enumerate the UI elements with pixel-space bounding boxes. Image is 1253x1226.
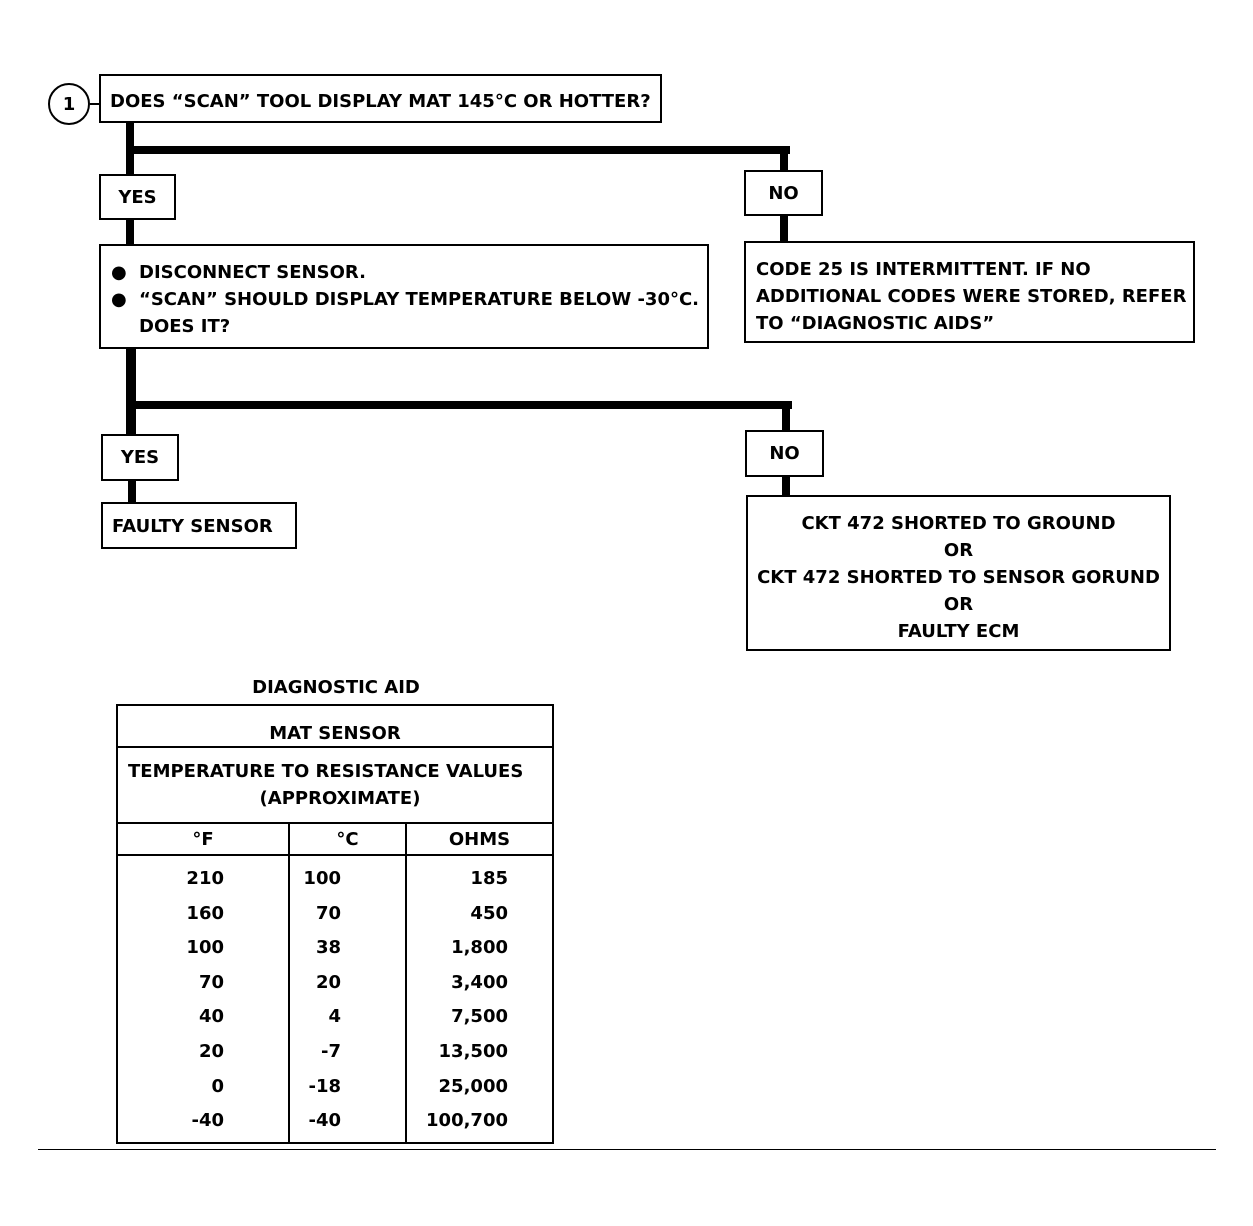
table-cell: 38 xyxy=(315,937,341,959)
connector-line xyxy=(782,475,790,497)
result-line: CKT 472 SHORTED TO SENSOR GORUND xyxy=(757,567,1160,588)
table-cell: 13,500 xyxy=(438,1040,508,1062)
yes-label: YES xyxy=(99,174,176,220)
question-text: DOES “SCAN” TOOL DISPLAY MAT 145°C OR HO… xyxy=(110,91,651,112)
bullet: ● xyxy=(111,262,127,283)
page-divider xyxy=(38,1149,1216,1150)
action-box: ● DISCONNECT SENSOR. ● “SCAN” SHOULD DIS… xyxy=(99,244,709,349)
table-cell: 160 xyxy=(186,902,224,924)
result-line: OR xyxy=(943,594,974,615)
result-line: CKT 472 SHORTED TO GROUND xyxy=(801,513,1116,534)
connector-line xyxy=(780,146,788,172)
diagnostic-aid-title: DIAGNOSTIC AID xyxy=(252,677,420,698)
connector-line xyxy=(780,214,788,242)
connector-line xyxy=(126,218,134,246)
question-box: DOES “SCAN” TOOL DISPLAY MAT 145°C OR HO… xyxy=(99,74,662,123)
table-header-row: °F °C OHMS xyxy=(118,824,552,856)
step-number: 1 xyxy=(48,83,90,125)
connector-line xyxy=(128,479,136,503)
connector-line xyxy=(126,401,792,409)
celsius-column: 100 70 38 20 4 -7 -18 -40 xyxy=(288,856,405,1142)
action-step: ● DISCONNECT SENSOR. xyxy=(111,259,707,286)
table-cell: -40 xyxy=(191,1110,224,1132)
no-label: NO xyxy=(745,430,824,477)
column-header-celsius: °C xyxy=(288,824,405,854)
table-cell: 25,000 xyxy=(438,1075,508,1097)
step-tick xyxy=(90,103,100,105)
bullet: ● xyxy=(111,289,127,310)
table-cell: 70 xyxy=(198,971,224,993)
connector-line xyxy=(126,347,136,435)
table-cell: 100 xyxy=(186,937,224,959)
table-cell: 0 xyxy=(211,1075,224,1097)
result-line: FAULTY ECM xyxy=(897,621,1020,642)
table-cell: 7,500 xyxy=(451,1006,508,1028)
table-cell: 100,700 xyxy=(426,1110,508,1132)
table-cell: 20 xyxy=(315,971,341,993)
result-line: ADDITIONAL CODES WERE STORED, REFER xyxy=(756,286,1187,307)
table-body: 210 160 100 70 40 20 0 -40 100 70 38 20 … xyxy=(118,856,552,1142)
table-cell: 40 xyxy=(198,1006,224,1028)
result-line: CODE 25 IS INTERMITTENT. IF NO xyxy=(756,259,1091,280)
column-header-fahrenheit: °F xyxy=(192,828,214,850)
connector-line xyxy=(126,146,790,154)
action-question: DOES IT? xyxy=(139,316,231,337)
table-cell: 210 xyxy=(186,868,224,889)
table-cell: -40 xyxy=(308,1110,341,1132)
result-line: OR xyxy=(943,540,974,561)
table-cell: 185 xyxy=(470,868,508,889)
table-cell: 1,800 xyxy=(451,937,508,959)
action-step: ● “SCAN” SHOULD DISPLAY TEMPERATURE BELO… xyxy=(111,286,707,313)
table-cell: 100 xyxy=(303,868,341,889)
table-subtitle: TEMPERATURE TO RESISTANCE VALUES (APPROX… xyxy=(118,748,552,824)
table-cell: 450 xyxy=(470,902,508,924)
table-cell: 20 xyxy=(198,1040,224,1062)
table-cell: 3,400 xyxy=(451,971,508,993)
ohms-column: 185 450 1,800 3,400 7,500 13,500 25,000 … xyxy=(405,856,552,1142)
no-label: NO xyxy=(744,170,823,216)
table-cell: -18 xyxy=(308,1075,341,1097)
column-header-ohms: OHMS xyxy=(405,824,552,854)
fahrenheit-column: 210 160 100 70 40 20 0 -40 xyxy=(118,856,288,1142)
table-cell: -7 xyxy=(321,1040,341,1062)
diagnostic-aid-table: MAT SENSOR TEMPERATURE TO RESISTANCE VAL… xyxy=(116,704,554,1144)
result-line: TO “DIAGNOSTIC AIDS” xyxy=(756,313,995,334)
table-cell: 4 xyxy=(328,1006,341,1028)
intermittent-result-box: CODE 25 IS INTERMITTENT. IF NO ADDITIONA… xyxy=(744,241,1195,343)
table-cell: 70 xyxy=(315,902,341,924)
short-circuit-result-box: CKT 472 SHORTED TO GROUND OR CKT 472 SHO… xyxy=(746,495,1171,651)
faulty-sensor-box: FAULTY SENSOR xyxy=(101,502,297,549)
connector-line xyxy=(782,401,790,431)
table-sensor-heading: MAT SENSOR xyxy=(118,706,552,748)
yes-label: YES xyxy=(101,434,179,481)
